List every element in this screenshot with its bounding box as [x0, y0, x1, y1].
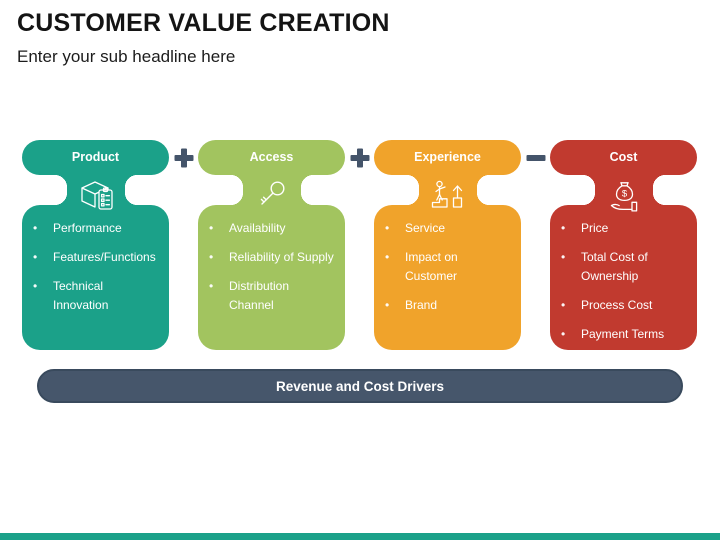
- neck-fillet: [652, 193, 665, 205]
- neck-fillet: [652, 175, 665, 187]
- neck-fillet: [300, 175, 313, 187]
- column-neck: [582, 175, 665, 205]
- column-title: Product: [71, 150, 120, 164]
- neck-fillet: [230, 193, 243, 205]
- bullet-list: PriceTotal Cost of OwnershipProcess Cost…: [550, 205, 697, 344]
- bullet-item: Performance: [22, 219, 161, 238]
- column-title: Experience: [414, 150, 481, 164]
- key-icon: [260, 181, 285, 205]
- bullet-item: Process Cost: [550, 296, 689, 315]
- column-body: AvailabilityReliability of SupplyDistrib…: [198, 205, 345, 350]
- bullet-item: Distribution Channel: [198, 277, 337, 315]
- neck-fillet: [476, 175, 489, 187]
- column-header: Cost: [550, 140, 697, 175]
- column-title: Cost: [609, 150, 638, 164]
- column-header: Experience: [374, 140, 521, 175]
- bullet-item: Total Cost of Ownership: [550, 248, 689, 286]
- bullet-item: Reliability of Supply: [198, 248, 337, 267]
- neck-fillet: [124, 175, 137, 187]
- bullet-item: Price: [550, 219, 689, 238]
- neck-fillet: [582, 175, 595, 187]
- bullet-item: Features/Functions: [22, 248, 161, 267]
- value-column-cost: Cost PriceTotal Cost of OwnershipProcess…: [550, 140, 697, 350]
- plus-operator-icon: [169, 140, 198, 175]
- plus-operator-icon: [345, 140, 374, 175]
- column-body: ServiceImpact on CustomerBrand: [374, 205, 521, 350]
- svg-text:$: $: [621, 189, 627, 200]
- neck-fillet: [124, 193, 137, 205]
- sub-headline: Enter your sub headline here: [17, 47, 236, 66]
- bullet-item: Service: [374, 219, 513, 238]
- product-box-icon: [80, 181, 113, 210]
- bullet-item: Brand: [374, 296, 513, 315]
- page-title: CUSTOMER VALUE CREATION: [17, 9, 390, 37]
- bullet-list: AvailabilityReliability of SupplyDistrib…: [198, 205, 345, 315]
- column-header: Access: [198, 140, 345, 175]
- footer-accent-bar: [0, 533, 720, 540]
- value-column-experience: Experience ServiceImpact on CustomerBran…: [374, 140, 521, 350]
- neck-fillet: [406, 175, 419, 187]
- value-columns-row: Product PerformanceFeatures/FunctionsTec…: [22, 140, 697, 350]
- column-body: PriceTotal Cost of OwnershipProcess Cost…: [550, 205, 697, 350]
- value-column-product: Product PerformanceFeatures/FunctionsTec…: [22, 140, 169, 350]
- value-column-access: Access AvailabilityReliability of Supply…: [198, 140, 345, 350]
- revenue-cost-banner: Revenue and Cost Drivers: [37, 369, 683, 403]
- column-neck: [406, 175, 489, 205]
- neck-fillet: [476, 193, 489, 205]
- bullet-item: Impact on Customer: [374, 248, 513, 286]
- neck-fillet: [300, 193, 313, 205]
- neck-fillet: [582, 193, 595, 205]
- minus-operator-icon: [521, 140, 550, 175]
- bullet-list: ServiceImpact on CustomerBrand: [374, 205, 521, 315]
- column-header: Product: [22, 140, 169, 175]
- neck-fillet: [406, 193, 419, 205]
- column-title: Access: [249, 150, 294, 164]
- neck-fillet: [54, 193, 67, 205]
- banner-label: Revenue and Cost Drivers: [275, 378, 445, 394]
- neck-fillet: [54, 175, 67, 187]
- neck-fillet: [230, 175, 243, 187]
- bullet-list: PerformanceFeatures/FunctionsTechnical I…: [22, 205, 169, 315]
- column-body: PerformanceFeatures/FunctionsTechnical I…: [22, 205, 169, 350]
- bullet-item: Payment Terms: [550, 325, 689, 344]
- growth-person-icon: [431, 180, 462, 208]
- column-neck: [54, 175, 137, 205]
- bullet-item: Technical Innovation: [22, 277, 161, 315]
- money-bag-hand-icon: $: [610, 182, 637, 212]
- bullet-item: Availability: [198, 219, 337, 238]
